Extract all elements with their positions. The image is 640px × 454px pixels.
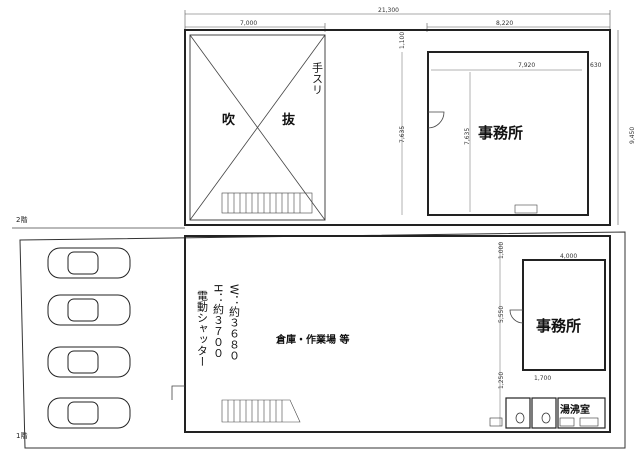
dim-office1-height: 5,550 — [498, 306, 505, 323]
upper-office-door — [427, 111, 445, 129]
lower-office-room — [522, 259, 606, 371]
dim-right-width: 8,220 — [496, 20, 513, 27]
shutter-width: W：約３６８０ — [228, 284, 241, 361]
warehouse-label: 倉庫・作業場 等 — [275, 333, 349, 346]
toilet-room-1 — [505, 397, 531, 429]
first-floor-outline — [184, 235, 611, 433]
dim-utility-width: 1,700 — [534, 375, 551, 382]
car-1 — [47, 247, 131, 279]
dim-top-margin: 1,100 — [399, 32, 406, 49]
car-2 — [47, 294, 131, 326]
lower-office-door — [509, 309, 524, 324]
upper-office-fixture — [514, 204, 538, 214]
toilet-2 — [541, 412, 551, 424]
atrium-label-left: 吹 — [222, 112, 235, 128]
dim-utility-height: 1,250 — [498, 372, 505, 389]
dim-office2-height-inner: 7,635 — [464, 128, 471, 145]
atrium-label-right: 抜 — [282, 112, 296, 128]
second-floor-outline — [184, 29, 611, 226]
shutter-height: H：約３７００ — [212, 284, 225, 358]
second-floor-label: 2階 — [16, 215, 27, 224]
kitchen-sink — [559, 417, 575, 427]
first-floor-label: 1階 — [16, 431, 27, 440]
atrium-diagonal-2 — [189, 34, 326, 221]
shutter-door — [171, 385, 185, 400]
toilet-1 — [515, 412, 525, 424]
kitchen-counter — [579, 417, 599, 427]
car-3 — [47, 346, 131, 378]
dim-office2-height-outer: 7,635 — [399, 126, 406, 143]
upper-stair — [221, 192, 313, 214]
handrail-label: 手スリ — [311, 61, 324, 95]
atrium-area — [189, 34, 326, 221]
top-dimensions — [184, 10, 611, 32]
parking-spaces — [47, 247, 131, 429]
upper-office-label: 事務所 — [478, 124, 523, 142]
dim-total-width: 21,300 — [378, 7, 399, 14]
kitchenette-label: 湯沸室 — [560, 403, 590, 416]
dim-office2-width: 7,920 — [518, 62, 535, 69]
upper-office-room — [427, 51, 589, 216]
dim-office2-gap: 630 — [590, 62, 602, 69]
dim-total-height: 9,450 — [629, 127, 636, 144]
dim-office1-width: 4,000 — [560, 253, 577, 260]
toilet-room-2 — [531, 397, 557, 429]
lower-stair — [221, 399, 301, 423]
lower-office-label: 事務所 — [536, 317, 581, 335]
shutter-label: 電動シャッター — [196, 290, 209, 367]
dim-office1-top: 1,000 — [498, 242, 505, 259]
kitchenette-room — [557, 397, 606, 429]
sink-1 — [489, 417, 503, 427]
dim-left-width: 7,000 — [240, 20, 257, 27]
car-4 — [47, 397, 131, 429]
site-boundary — [19, 231, 626, 449]
